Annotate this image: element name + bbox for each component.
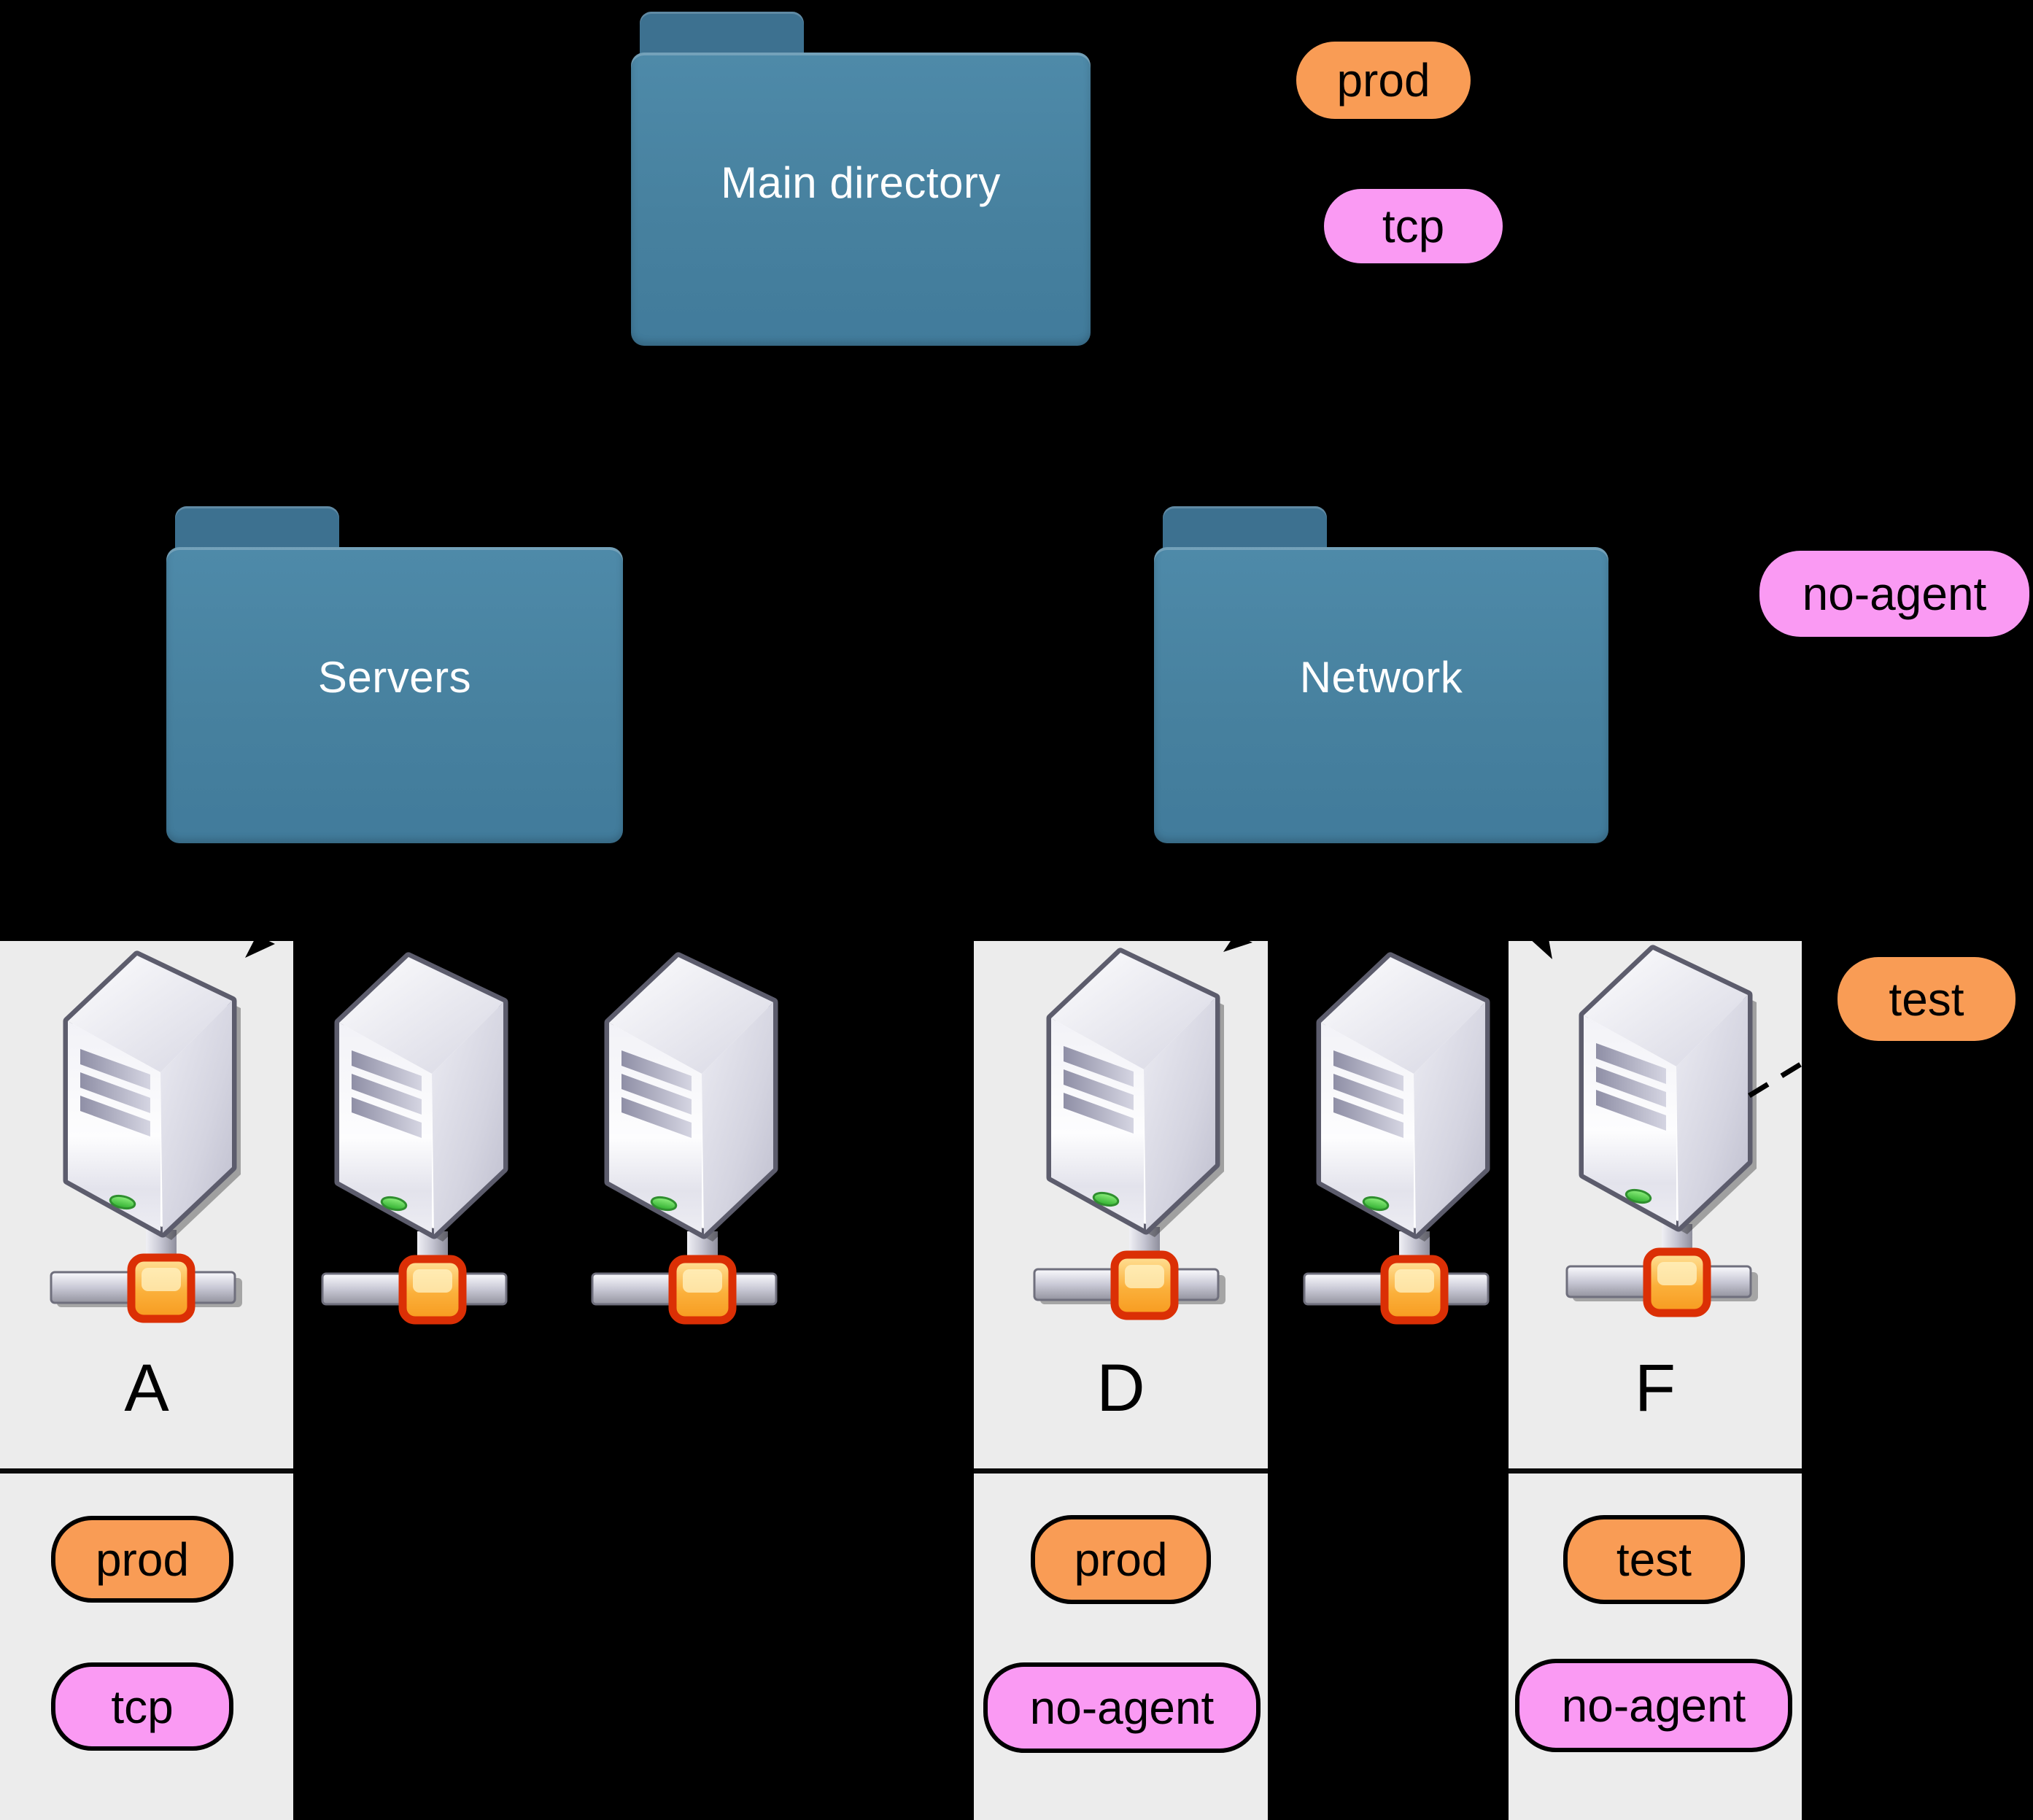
floating-tag-prod[interactable]: prod (1296, 42, 1471, 119)
column-divider (0, 1468, 293, 1474)
folder-body (631, 53, 1091, 346)
server-icon-host-a[interactable] (35, 948, 254, 1324)
folder-body (166, 547, 623, 843)
host-label-d: D (1096, 1350, 1145, 1425)
folder-servers[interactable]: Servers (166, 506, 623, 843)
column-divider (1509, 1468, 1802, 1474)
tag-prod-host-d[interactable]: prod (1031, 1515, 1211, 1604)
floating-tag-test[interactable]: test (1838, 957, 2015, 1041)
server-icon-host-c[interactable] (576, 950, 795, 1325)
server-icon-host-d[interactable] (1018, 945, 1237, 1321)
floating-tag-tcp[interactable]: tcp (1324, 189, 1503, 263)
tag-prod-host-a[interactable]: prod (51, 1516, 233, 1603)
column-divider (974, 1468, 1268, 1474)
tag-no-agent-host-d[interactable]: no-agent (983, 1662, 1261, 1753)
folder-label-network: Network (1299, 653, 1463, 702)
server-icon-host-e[interactable] (1288, 950, 1507, 1325)
server-icon-host-b[interactable] (306, 950, 525, 1325)
folder-label-servers: Servers (317, 653, 472, 702)
tag-no-agent-host-f[interactable]: no-agent (1515, 1659, 1792, 1752)
host-label-a: A (124, 1350, 169, 1425)
folder-main-directory[interactable]: Main directory (631, 12, 1091, 346)
tag-test-host-f[interactable]: test (1563, 1515, 1745, 1604)
tag-tcp-host-a[interactable]: tcp (51, 1662, 233, 1751)
host-label-f: F (1634, 1350, 1676, 1425)
floating-tag-no-agent[interactable]: no-agent (1759, 551, 2029, 637)
folder-body (1154, 547, 1608, 843)
server-icon-host-f[interactable] (1551, 942, 1770, 1318)
folder-label-main-directory: Main directory (721, 158, 1001, 207)
folder-network[interactable]: Network (1154, 506, 1608, 843)
